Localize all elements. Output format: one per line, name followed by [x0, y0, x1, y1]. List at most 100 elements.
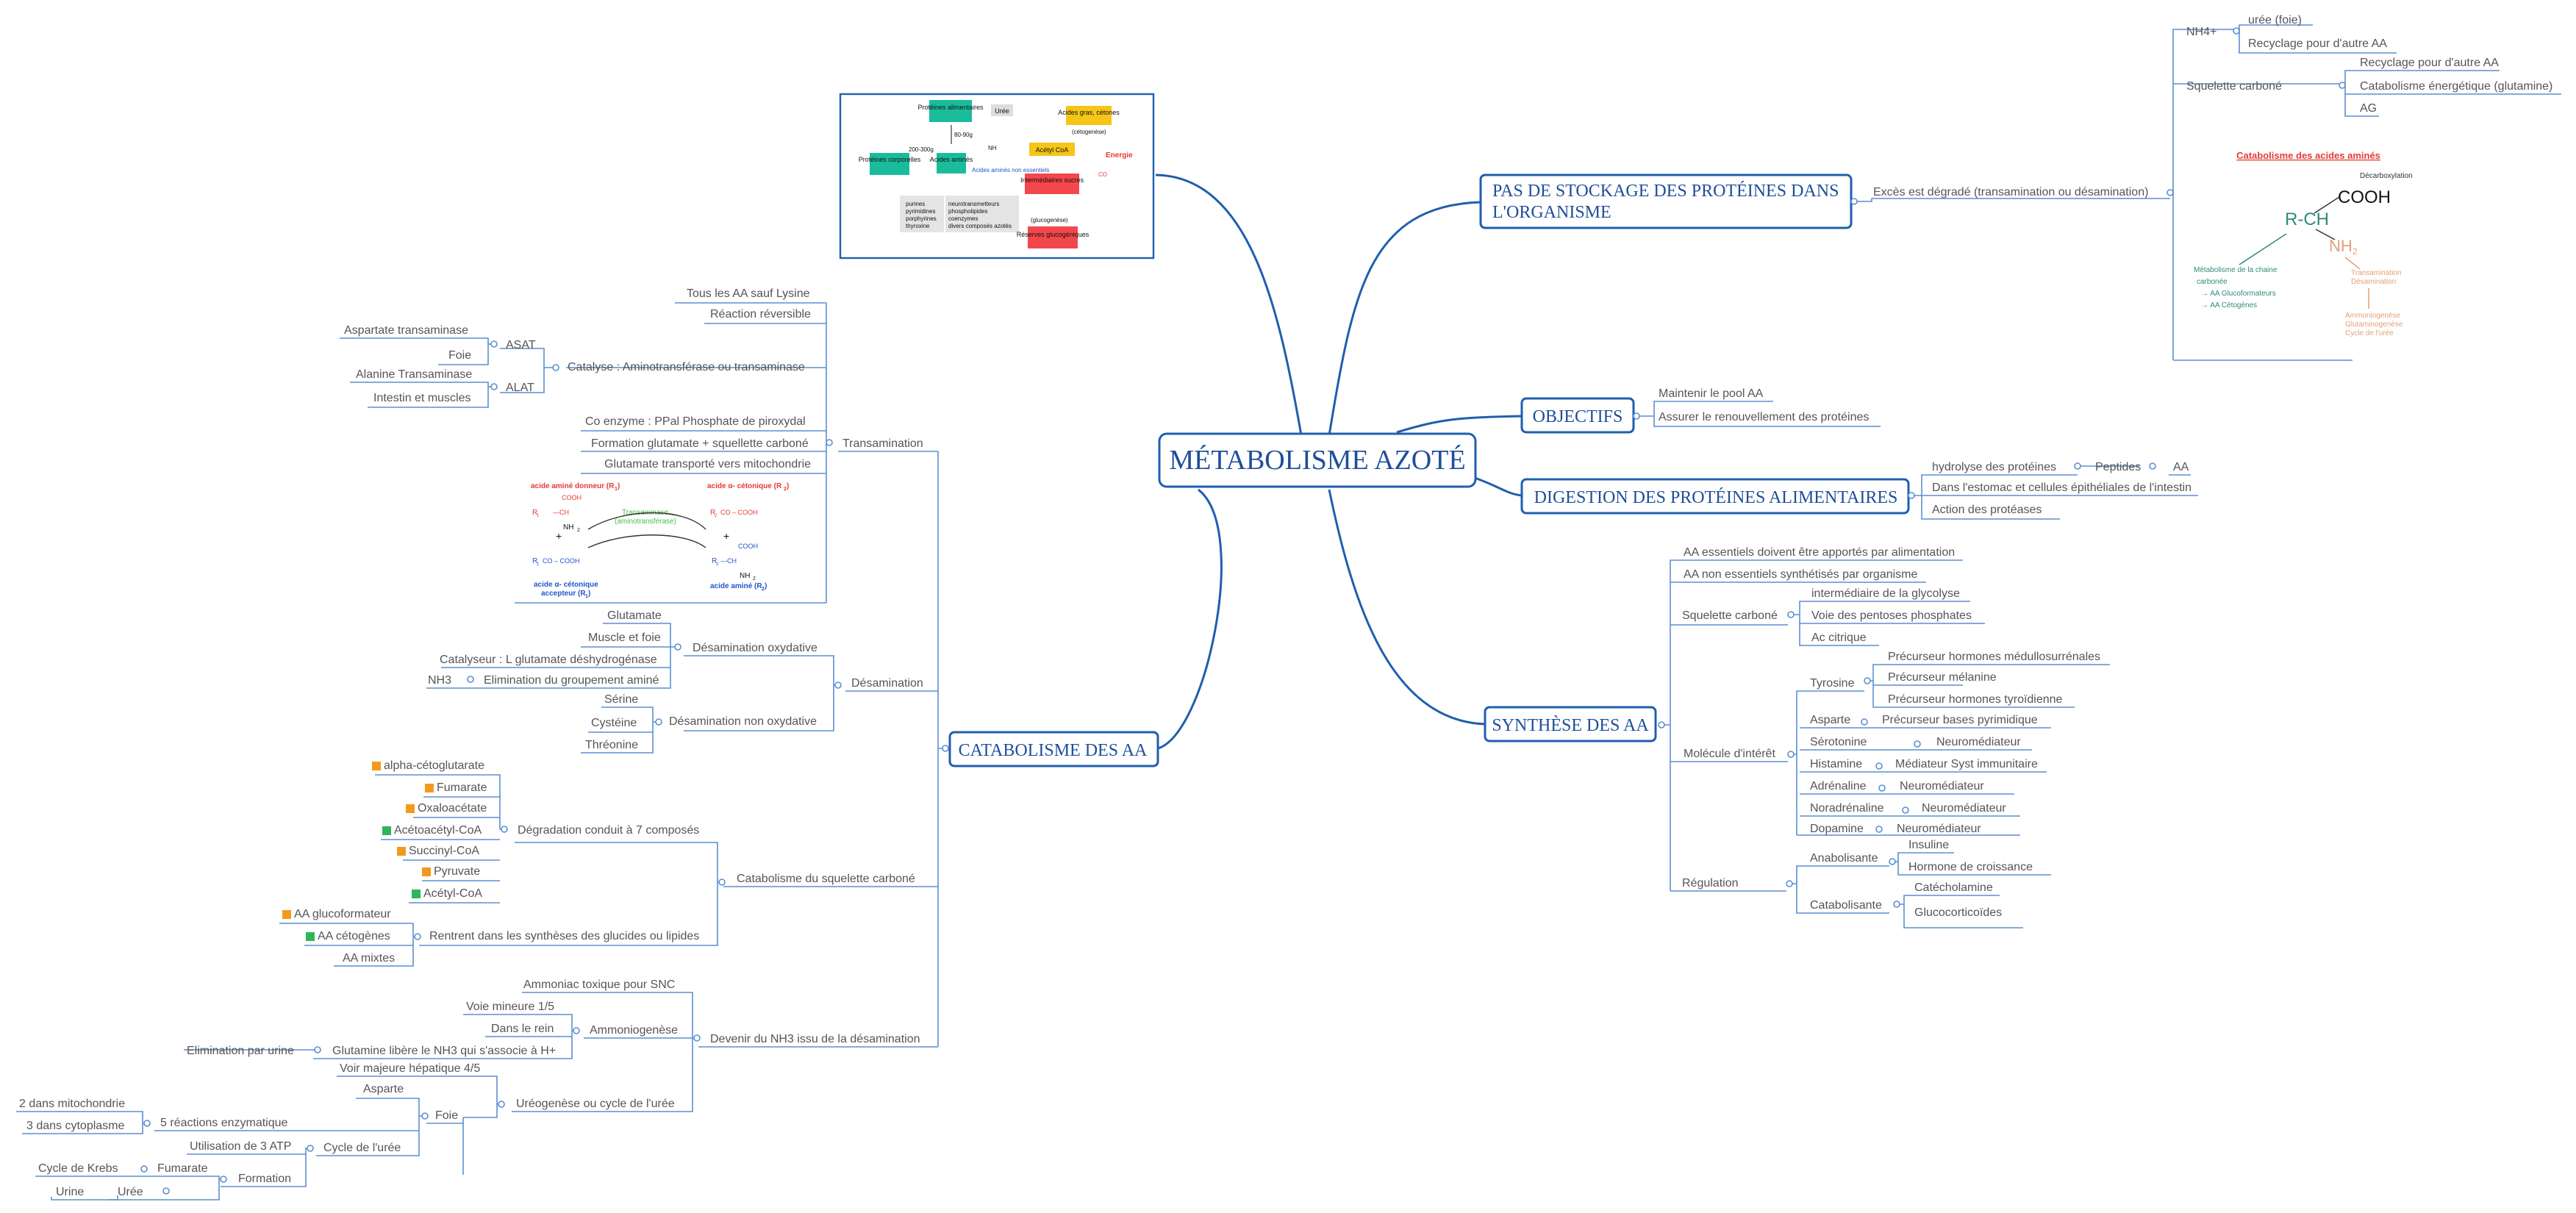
svg-text:Muscle et foie[interactable]: Muscle et foie [588, 631, 661, 644]
svg-text:Neuromédiateur[interactable]: Neuromédiateur [1936, 736, 2021, 748]
svg-text:Neuromédiateur[interactable]: Neuromédiateur [1897, 823, 1981, 835]
svg-text:Succinyl-CoA[interactable]: Succinyl-CoA [409, 845, 479, 857]
svg-text:Cycle de l'urée[interactable]: Cycle de l'urée [323, 1142, 401, 1154]
svg-text:Foie[interactable]: Foie [435, 1109, 458, 1122]
svg-text:Régulation[interactable]: Régulation [1682, 877, 1739, 890]
svg-text:Désamination[interactable]: Désamination [851, 677, 923, 690]
svg-text:Action des protéases[interactable]: Action des protéases [1932, 504, 2042, 516]
svg-text:Recyclage pour d'autre AA[interactable]: Recyclage pour d'autre AA [2360, 57, 2499, 69]
svg-text:Cycle de Krebs[interactable]: Cycle de Krebs [38, 1162, 118, 1175]
svg-text:Ammoniac toxique pour SNC[interactable]: Ammoniac toxique pour SNC [523, 978, 675, 991]
branch-objectifs[interactable]: OBJECTIFS [1520, 397, 1640, 434]
svg-text:Molécule d'intérêt[interactable]: Molécule d'intérêt [1684, 748, 1775, 760]
svg-text:Utilisation de 3 ATP[interactable]: Utilisation de 3 ATP [190, 1140, 291, 1153]
branch-digestion[interactable]: DIGESTION DES PROTÉINES ALIMENTAIRES [1520, 478, 1915, 515]
pas-exces[interactable]: Excès est dégradé (transamination ou dés… [1873, 186, 2148, 198]
branch-synthese[interactable]: SYNTHÈSE DES AA [1484, 706, 1665, 743]
svg-text:Catabolisme du squelette carbo[interactable]: Catabolisme du squelette carboné [737, 873, 915, 885]
svg-text:urée (foie)[interactable]: urée (foie) [2248, 14, 2302, 26]
svg-text:Désamination non oxydative[interactable]: Désamination non oxydative [669, 715, 817, 728]
svg-text:Précurseur mélanine[interactable]: Précurseur mélanine [1888, 671, 1997, 684]
central-topic[interactable]: MÉTABOLISME AZOTÉ [1158, 432, 1477, 488]
svg-text:Elimination du groupement amin[interactable]: Elimination du groupement aminé [484, 674, 659, 687]
svg-text:Formation glutamate + squellet[interactable]: Formation glutamate + squellette carboné [591, 437, 809, 450]
svg-text:Cystéine[interactable]: Cystéine [591, 717, 637, 729]
svg-text:Hormone de croissance[interactable]: Hormone de croissance [1908, 861, 2033, 873]
svg-text:Dans l'estomac et cellules épi[interactable]: Dans l'estomac et cellules épithéliales … [1932, 482, 2192, 494]
svg-text:Catabolisante[interactable]: Catabolisante [1810, 899, 1882, 912]
svg-text:Rentrent dans les synthèses de[interactable]: Rentrent dans les synthèses des glucides… [429, 930, 699, 942]
svg-text:Acétoacétyl-CoA[interactable]: Acétoacétyl-CoA [394, 824, 482, 837]
svg-text:Thréonine[interactable]: Thréonine [585, 739, 638, 751]
svg-text:Adrénaline[interactable]: Adrénaline [1810, 780, 1867, 792]
svg-text:Catécholamine[interactable]: Catécholamine [1914, 881, 1993, 894]
svg-text:Neuromédiateur[interactable]: Neuromédiateur [1922, 802, 2006, 815]
svg-text:AA mixtes[interactable]: AA mixtes [343, 952, 395, 965]
svg-text:Anabolisante[interactable]: Anabolisante [1810, 852, 1878, 865]
svg-text:Insuline[interactable]: Insuline [1908, 839, 1949, 851]
svg-text:Ac citrique[interactable]: Ac citrique [1811, 631, 1867, 644]
svg-text:Noradrénaline[interactable]: Noradrénaline [1810, 802, 1884, 815]
svg-text:Intestin et muscles[interactable]: Intestin et muscles [373, 392, 471, 404]
svg-text:Tyrosine[interactable]: Tyrosine [1810, 677, 1855, 690]
svg-text:AA essentiels doivent être app[interactable]: AA essentiels doivent être apportés par … [1684, 546, 1955, 559]
svg-text:Ammoniogenèse[interactable]: Ammoniogenèse [590, 1024, 678, 1037]
svg-text:ALAT[interactable]: ALAT [506, 382, 534, 394]
svg-text:Sérotonine[interactable]: Sérotonine [1810, 736, 1867, 748]
svg-text:AA non essentiels synthétisés[interactable]: AA non essentiels synthétisés par organi… [1684, 568, 1918, 581]
svg-text:Squelette carboné[interactable]: Squelette carboné [1682, 609, 1778, 622]
svg-text:Alanine Transaminase[interactable]: Alanine Transaminase [356, 368, 472, 381]
svg-text:Glutamate transporté vers mito[interactable]: Glutamate transporté vers mitochondrie [604, 458, 811, 470]
pas-nh4[interactable]: NH4+ [2186, 26, 2217, 38]
svg-text:Assurer le renouvellement des[interactable]: Assurer le renouvellement des protéines [1659, 411, 1869, 423]
svg-text:Urée[interactable]: Urée [118, 1186, 143, 1198]
svg-text:Acétyl-CoA[interactable]: Acétyl-CoA [423, 887, 482, 900]
svg-text:Précurseur bases pyrimidique[interactable]: Précurseur bases pyrimidique [1882, 714, 2038, 726]
svg-text:alpha-cétoglutarate[interactable]: alpha-cétoglutarate [384, 759, 484, 772]
svg-text:ASAT[interactable]: ASAT [506, 339, 536, 351]
svg-text:Voie mineure 1/5[interactable]: Voie mineure 1/5 [466, 1001, 554, 1013]
pas-squelette[interactable]: Squelette carboné [2186, 80, 2282, 93]
branch-pas-de-stockage[interactable]: PAS DE STOCKAGE DES PROTÉINES DANS L'ORG… [1479, 173, 1858, 229]
svg-text:Neuromédiateur[interactable]: Neuromédiateur [1900, 780, 1984, 792]
svg-text:5 réactions enzymatique[interactable]: 5 réactions enzymatique [160, 1117, 288, 1129]
svg-text:Glucocorticoïdes[interactable]: Glucocorticoïdes [1914, 906, 2002, 919]
svg-text:Désamination oxydative[interactable]: Désamination oxydative [693, 642, 817, 654]
svg-text:Devenir du NH3 issu de la désa[interactable]: Devenir du NH3 issu de la désamination [710, 1033, 920, 1045]
svg-text:Foie[interactable]: Foie [448, 349, 471, 362]
svg-text:Pyruvate[interactable]: Pyruvate [434, 865, 480, 878]
svg-text:Formation[interactable]: Formation [238, 1173, 291, 1185]
svg-text:Elimination par urine[interactable]: Elimination par urine [187, 1045, 294, 1057]
svg-text:Glutamate[interactable]: Glutamate [607, 609, 662, 622]
svg-text:hydrolyse des protéines[interactable]: hydrolyse des protéines [1932, 461, 2056, 473]
svg-text:3 dans cytoplasme[interactable]: 3 dans cytoplasme [26, 1120, 125, 1132]
svg-text:Dopamine[interactable]: Dopamine [1810, 823, 1864, 835]
svg-text:Précurseur hormones médullosur[interactable]: Précurseur hormones médullosurrénales [1888, 651, 2100, 663]
svg-text:Asparte[interactable]: Asparte [363, 1083, 404, 1095]
svg-text:Fumarate[interactable]: Fumarate [157, 1162, 208, 1175]
svg-text:Précurseur hormones tyroïdienn[interactable]: Précurseur hormones tyroïdienne [1888, 693, 2063, 706]
svg-text:Sérine[interactable]: Sérine [604, 693, 638, 706]
svg-text:Réaction réversible[interactable]: Réaction réversible [710, 308, 811, 321]
svg-text:Peptides[interactable]: Peptides [2095, 461, 2141, 473]
svg-text:Oxaloacétate[interactable]: Oxaloacétate [418, 802, 487, 815]
svg-text:Urine[interactable]: Urine [56, 1186, 84, 1198]
svg-text:Glutamine libère le NH3 qui s'[interactable]: Glutamine libère le NH3 qui s'associe à … [332, 1045, 556, 1057]
svg-text:AA[interactable]: AA [2173, 461, 2189, 473]
svg-text:Transamination[interactable]: Transamination [842, 437, 923, 450]
svg-text:AA glucoformateur[interactable]: AA glucoformateur [294, 908, 391, 920]
svg-text:Maintenir le pool AA[interactable]: Maintenir le pool AA [1659, 387, 1764, 400]
svg-text:NH3[interactable]: NH3 [428, 674, 451, 687]
svg-text:2 dans mitochondrie[interactable]: 2 dans mitochondrie [19, 1098, 125, 1110]
svg-text:Médiateur Syst immunitaire[interactable]: Médiateur Syst immunitaire [1895, 758, 2038, 770]
svg-text:AG[interactable]: AG [2360, 102, 2377, 115]
svg-text:Catalyseur : L glutamate déshy[interactable]: Catalyseur : L glutamate déshydrogénase [440, 654, 657, 666]
svg-text:Co enzyme : PPal Phosphate de[interactable]: Co enzyme : PPal Phosphate de piroxydal [585, 415, 806, 428]
svg-text:Catalyse : Aminotransférase ou[interactable]: Catalyse : Aminotransférase ou transamin… [568, 361, 805, 373]
svg-text:Asparte[interactable]: Asparte [1810, 714, 1850, 726]
branch-catabolisme[interactable]: CATABOLISME DES AA [942, 731, 1159, 767]
svg-text:intermédiaire de la glycolyse[interactable]: intermédiaire de la glycolyse [1811, 587, 1960, 600]
svg-text:Aspartate transaminase[interactable]: Aspartate transaminase [344, 324, 468, 337]
svg-text:Histamine[interactable]: Histamine [1810, 758, 1862, 770]
svg-text:Dans le rein[interactable]: Dans le rein [491, 1023, 554, 1035]
